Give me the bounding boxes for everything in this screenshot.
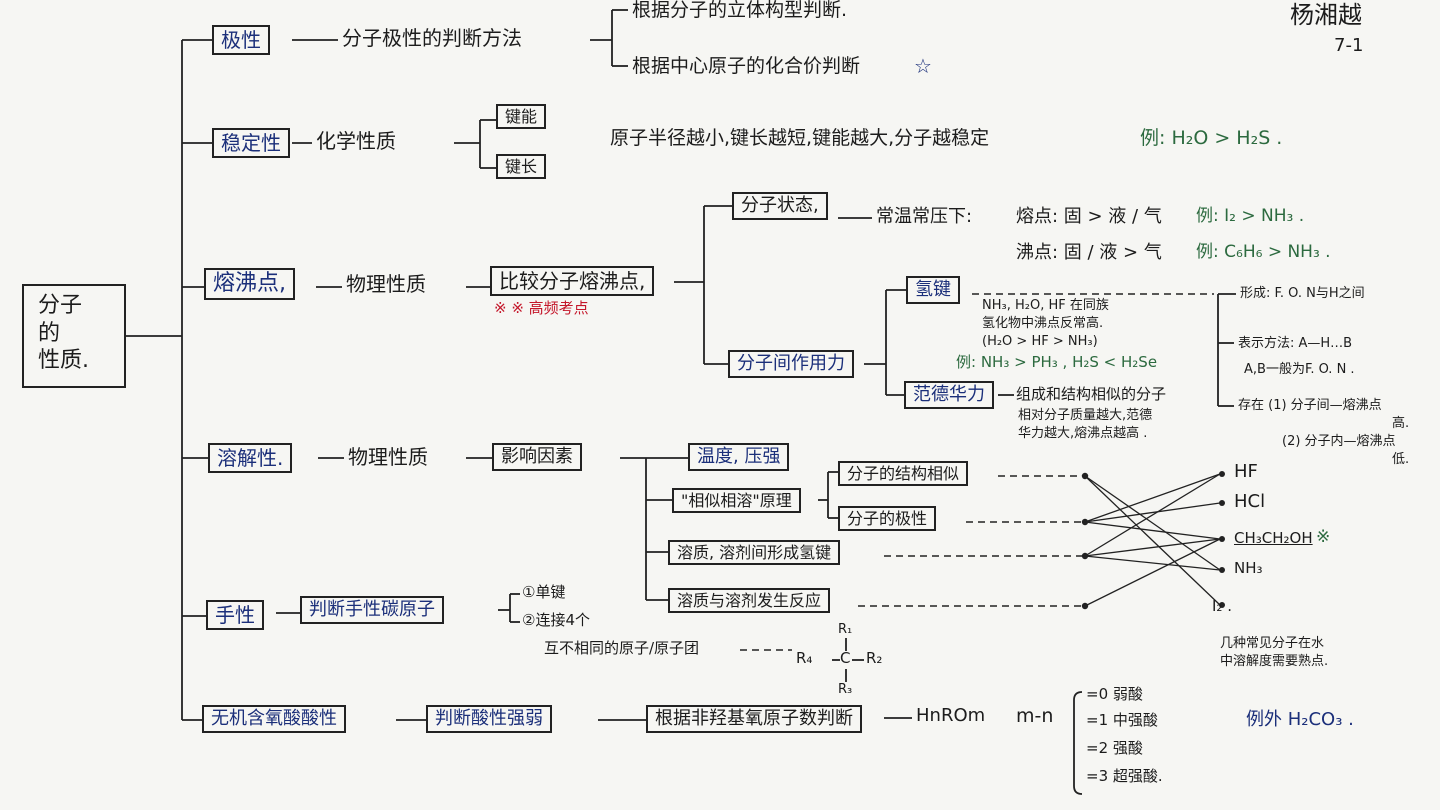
molecular-polarity-node: 分子的极性 xyxy=(838,506,937,532)
melting-point-rule: 熔点: 固 > 液 / 气 xyxy=(1016,206,1162,227)
solubility-kind: 物理性质 xyxy=(348,445,428,469)
hbond-exist-intermolecular: 存在 (1) 分子间—熔沸点 xyxy=(1238,398,1382,413)
acid-level-super: =3 超强酸. xyxy=(1086,767,1163,785)
hbond-exist-intramolecular-result: 低. xyxy=(1392,452,1410,467)
hydrogen-bond-node: 氢键 xyxy=(906,276,960,304)
root-line-2: 的 xyxy=(38,320,61,346)
stability-example: 例: H₂O > H₂S . xyxy=(1140,127,1283,149)
solubility-footnote-2: 中溶解度需要熟点. xyxy=(1220,654,1329,669)
chiral-condition-four: ②连接4个 xyxy=(522,611,590,629)
chiral-condition-different: 互不相同的原子/原子团 xyxy=(544,639,700,657)
chiral-condition-single-bond: ①单键 xyxy=(522,583,566,601)
polarity-way-1: 根据分子的立体构型判断. xyxy=(632,0,848,21)
stability-rule: 原子半径越小,键长越短,键能越大,分子越稳定 xyxy=(610,127,990,149)
carbon-r2: R₂ xyxy=(866,649,883,667)
root-line-1: 分子 xyxy=(38,293,83,318)
ethanol-star-mark: ※ xyxy=(1316,527,1331,547)
vdw-desc-3: 华力越大,熔沸点越高 . xyxy=(1018,426,1148,441)
molecule-nh3: NH₃ xyxy=(1234,559,1263,577)
molecular-state-node: 分子状态, xyxy=(732,192,828,220)
molecule-hcl: HCl xyxy=(1234,491,1266,512)
solubility-footnote-1: 几种常见分子在水 xyxy=(1220,636,1325,651)
m-minus-n: m-n xyxy=(1016,705,1054,727)
molecule-hf: HF xyxy=(1234,461,1258,482)
hbond-example: 例: NH₃ > PH₃ , H₂S < H₂Se xyxy=(956,353,1158,371)
temperature-pressure-node: 温度, 压强 xyxy=(688,443,790,471)
polarity-method: 分子极性的判断方法 xyxy=(342,26,522,50)
hbond-notation: 表示方法: A—H…B xyxy=(1238,336,1353,351)
acid-exception: 例外 H₂CO₃ . xyxy=(1246,709,1354,730)
stability-node: 稳定性 xyxy=(212,128,290,158)
hbond-ab-elements: A,B一般为F. O. N . xyxy=(1244,362,1355,377)
boiling-point-example: 例: C₆H₆ > NH₃ . xyxy=(1196,242,1331,262)
polarity-node: 极性 xyxy=(212,25,270,55)
page-number: 7-1 xyxy=(1334,35,1364,56)
acid-level-medium: =1 中强酸 xyxy=(1086,711,1158,729)
judge-acid-strength-node: 判断酸性强弱 xyxy=(426,705,552,733)
influencing-factors-node: 影响因素 xyxy=(492,443,582,471)
vdw-desc-1: 组成和结构相似的分子 xyxy=(1016,385,1167,403)
solubility-node: 溶解性. xyxy=(208,443,293,473)
carbon-r1: R₁ xyxy=(838,622,853,637)
carbon-center: C xyxy=(840,649,851,667)
root-line-3: 性质. xyxy=(38,348,89,373)
acid-level-weak: =0 弱酸 xyxy=(1086,685,1143,703)
melting-point-example: 例: I₂ > NH₃ . xyxy=(1196,206,1305,226)
molecule-ethanol: CH₃CH₂OH xyxy=(1234,529,1313,547)
root-node: 分子 的 性质. xyxy=(22,284,126,388)
hbond-formation: 形成: F. O. N与H之间 xyxy=(1240,286,1365,301)
similar-structure-node: 分子的结构相似 xyxy=(838,461,969,487)
hbond-exist-intramolecular: (2) 分子内—熔沸点 xyxy=(1282,434,1396,449)
vdw-desc-2: 相对分子质量越大,范德 xyxy=(1018,408,1153,423)
non-hydroxyl-oxygen-node: 根据非羟基氧原子数判断 xyxy=(646,705,862,733)
melting-kind: 物理性质 xyxy=(346,272,426,296)
stability-kind: 化学性质 xyxy=(316,129,396,153)
stability-factor-bond-length: 键长 xyxy=(496,154,547,180)
author-name: 杨湘越 xyxy=(1290,1,1362,29)
stability-factor-bond-energy: 键能 xyxy=(496,104,547,130)
melting-node: 熔沸点, xyxy=(204,268,295,301)
molecule-i2: I₂ . xyxy=(1212,597,1232,615)
polarity-way-2: 根据中心原子的化合价判断 xyxy=(632,55,861,77)
judge-chiral-carbon-node: 判断手性碳原子 xyxy=(300,596,444,624)
solvent-hbond-node: 溶质, 溶剂间形成氢键 xyxy=(668,540,841,566)
compare-melting-node: 比较分子熔沸点, xyxy=(490,266,655,296)
normal-condition: 常温常压下: xyxy=(876,206,973,227)
carbon-r4: R₄ xyxy=(796,649,813,667)
hbond-desc-2: 氢化物中沸点反常高. xyxy=(982,316,1104,331)
solute-solvent-reaction-node: 溶质与溶剂发生反应 xyxy=(668,588,831,614)
acid-level-strong: =2 强酸 xyxy=(1086,739,1143,757)
boiling-point-rule: 沸点: 固 / 液 > 气 xyxy=(1016,242,1162,263)
hbond-desc-3: (H₂O > HF > NH₃) xyxy=(982,334,1098,349)
chirality-node: 手性 xyxy=(206,600,264,630)
hbond-exist-intermolecular-result: 高. xyxy=(1392,416,1410,431)
van-der-waals-node: 范德华力 xyxy=(904,381,994,409)
carbon-r3: R₃ xyxy=(838,682,853,697)
hbond-desc-1: NH₃, H₂O, HF 在同族 xyxy=(982,298,1109,313)
oxyacid-formula: HnROm xyxy=(916,705,986,726)
like-dissolves-like-node: "相似相溶"原理 xyxy=(672,488,801,514)
intermolecular-force-node: 分子间作用力 xyxy=(728,350,854,378)
high-frequency-note: ※ ※ 高频考点 xyxy=(494,299,589,317)
oxyacid-acidity-node: 无机含氧酸酸性 xyxy=(202,705,346,733)
star-icon: ☆ xyxy=(914,54,932,78)
